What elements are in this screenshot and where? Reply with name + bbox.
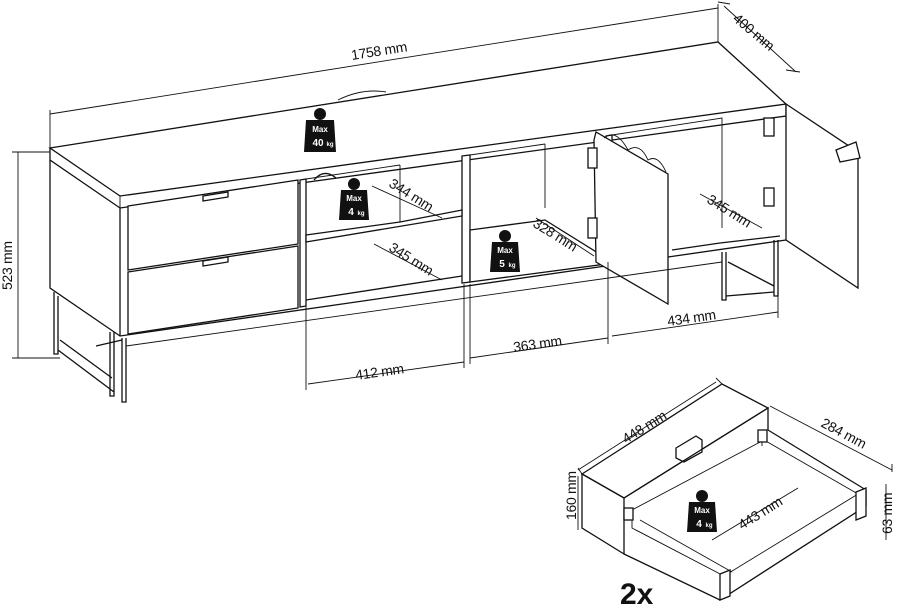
drawer-count: 2x xyxy=(620,578,654,607)
leg-frame-right xyxy=(721,240,779,301)
drawer-front-lower[interactable] xyxy=(127,245,299,335)
cable-hole xyxy=(313,172,337,181)
divider-middle xyxy=(461,154,471,284)
hinge-right-top xyxy=(763,117,775,137)
dimension-lines xyxy=(12,1,801,390)
dim-drawer-inner-width: 443 mm xyxy=(735,493,785,532)
dim-line-depth xyxy=(717,1,801,73)
dim-line-total-width xyxy=(49,7,719,115)
hinge-left-bottom xyxy=(587,217,598,239)
drawer-front-upper[interactable] xyxy=(127,179,299,271)
weight-shelf-label: Max xyxy=(346,194,362,203)
door-handle-right[interactable] xyxy=(835,141,861,163)
weight-badge-middle: Max 5 kg xyxy=(490,230,520,272)
weight-shelf-unit: kg xyxy=(357,211,364,217)
weight-drawer-value: 4 xyxy=(696,519,702,530)
legs xyxy=(53,240,779,403)
dim-shelf-right: 345 mm xyxy=(704,191,754,230)
leg-frame-left xyxy=(53,292,127,403)
dim-drawer-height: 160 mm xyxy=(563,471,579,520)
dim-total-width: 1758 mm xyxy=(350,38,408,63)
weight-badge-drawer: Max 4 kg xyxy=(687,490,717,532)
dim-shelf-lower: 345 mm xyxy=(386,239,436,278)
weight-middle-label: Max xyxy=(497,246,513,255)
dim-compartment-middle: 363 mm xyxy=(512,332,563,355)
drawer-handle-upper[interactable] xyxy=(202,191,229,202)
dim-compartment-left: 412 mm xyxy=(354,360,405,383)
weight-badge-top: Max 40 kg xyxy=(304,108,336,152)
shelf-right xyxy=(671,235,781,251)
weight-drawer-label: Max xyxy=(694,506,710,515)
drawer-runner-right xyxy=(855,487,867,521)
door-right[interactable] xyxy=(785,102,859,290)
weight-top-label: Max xyxy=(312,125,328,134)
shelf-left-bottom xyxy=(305,275,463,301)
drawer-clip-top xyxy=(757,429,768,443)
drawer-detail xyxy=(577,377,893,601)
hinge-right-bottom xyxy=(763,187,775,207)
drawer-detail-handle[interactable] xyxy=(675,435,703,463)
dim-line-412 xyxy=(305,284,465,390)
hinge-left-top xyxy=(587,147,598,169)
weight-drawer-unit: kg xyxy=(705,523,712,529)
dim-line-363 xyxy=(469,262,609,364)
dim-depth: 400 mm xyxy=(730,10,778,54)
drawer-runner-left xyxy=(719,569,731,601)
dim-shelf-upper: 344 mm xyxy=(386,175,436,214)
weight-middle-value: 5 xyxy=(499,259,505,270)
back-panel-notch xyxy=(337,90,387,101)
weight-middle-unit: kg xyxy=(508,263,515,269)
dim-drawer-inner-height: 63 mm xyxy=(879,493,895,534)
cabinet-front xyxy=(49,160,787,337)
weight-shelf-value: 4 xyxy=(348,207,354,218)
door-left[interactable] xyxy=(593,131,669,306)
divider-left xyxy=(299,178,307,308)
dim-line-434 xyxy=(611,294,779,337)
weight-badge-shelf: Max 4 kg xyxy=(339,178,369,220)
drawer-handle-lower[interactable] xyxy=(202,256,229,267)
drawer-detail-front-top[interactable] xyxy=(580,383,770,499)
dim-compartment-right: 434 mm xyxy=(666,306,717,329)
weight-top-value: 40 xyxy=(312,138,324,149)
doors xyxy=(587,102,861,306)
dim-line-height xyxy=(12,151,60,359)
dim-drawer-outer-depth: 284 mm xyxy=(819,415,870,452)
weight-top-unit: kg xyxy=(326,142,333,148)
dim-height: 523 mm xyxy=(0,241,15,290)
shelf-left-upper xyxy=(305,209,463,243)
drawer-clip-left xyxy=(623,507,634,521)
cabinet-top xyxy=(48,41,788,197)
leg-bottom-rail xyxy=(125,261,723,347)
